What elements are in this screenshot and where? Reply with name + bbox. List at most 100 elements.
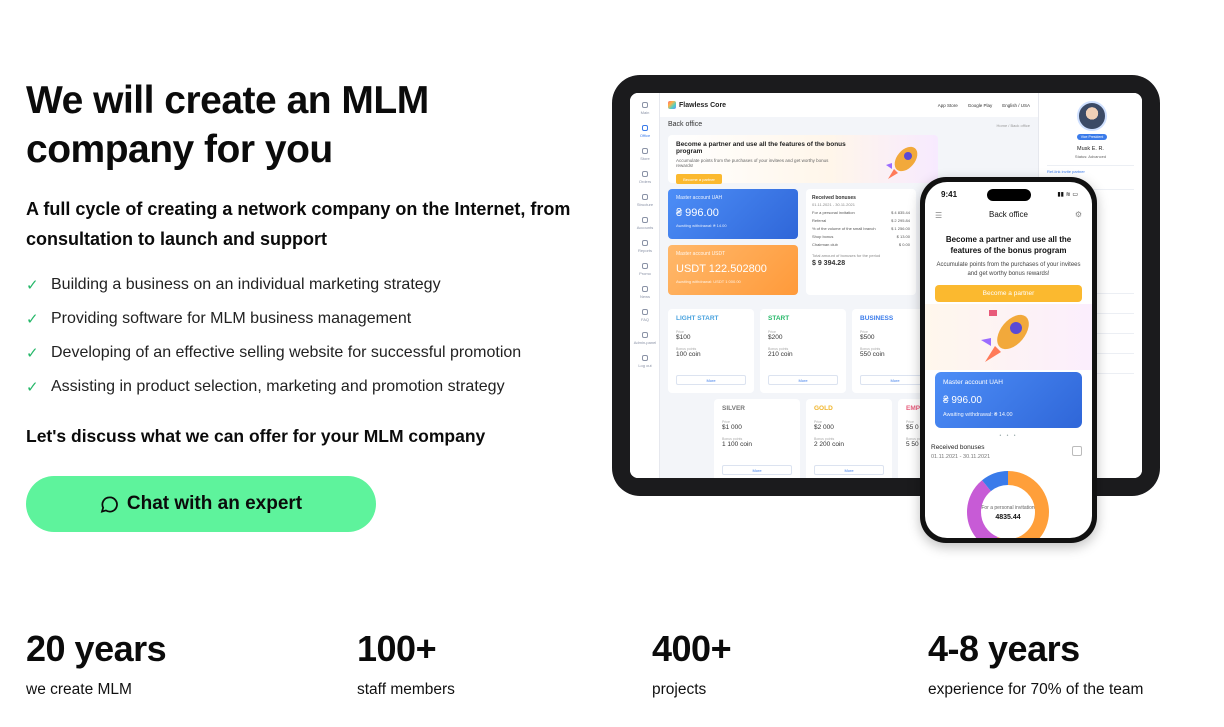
more-button[interactable]: More	[768, 375, 838, 385]
master-account-uah-card[interactable]: Master account UAH ₴ 996.00 Awaiting wit…	[668, 189, 798, 239]
rocket-icon	[981, 310, 1029, 362]
report-icon	[642, 240, 648, 246]
calendar-icon[interactable]	[1072, 446, 1082, 456]
sidebar-item-faq[interactable]: FAQ	[630, 304, 660, 327]
home-icon	[642, 102, 648, 108]
sidebar-item-structure[interactable]: Structure	[630, 189, 660, 212]
sidebar-item-reports[interactable]: Reports	[630, 235, 660, 258]
bonus-row: For a personal invitation$ 4 835.44	[812, 210, 910, 215]
promo-subtitle: Accumulate points from the purchases of …	[676, 158, 829, 168]
sidebar-item-orders[interactable]: Orders	[630, 166, 660, 189]
phone-clock: 9:41	[941, 190, 958, 199]
feature-item: ✓Developing of an effective selling webs…	[26, 336, 606, 370]
page-title: Back office	[668, 121, 703, 128]
hero: We will create an MLM company for you A …	[26, 76, 606, 447]
bonus-row: Chairman club$ 0.00	[812, 242, 910, 247]
avatar[interactable]	[1077, 101, 1107, 131]
app-store-link[interactable]: App Store	[937, 102, 958, 108]
wallet-icon	[642, 217, 648, 223]
check-icon: ✓	[26, 311, 39, 328]
app-topbar: Flawless Core App Store Google Play Engl…	[660, 93, 1038, 117]
stat-label: projects	[652, 681, 707, 698]
bonus-total: $ 9 394.28	[812, 260, 846, 267]
more-button[interactable]: More	[676, 375, 746, 385]
partner-promo: Become a partner and use all the feature…	[668, 135, 938, 184]
profile-name: Musk E. R.	[1077, 146, 1104, 152]
grid-icon	[642, 125, 648, 131]
account-balance: USDT 122.502800	[676, 263, 767, 275]
received-bonuses-date: 01.11.2021 - 30.11.2021	[931, 454, 991, 460]
brand-logo: Flawless Core	[668, 101, 726, 109]
carousel-dots[interactable]: • • •	[999, 433, 1018, 439]
stat-number: 100+	[357, 628, 441, 669]
feature-item: ✓ Providing software for MLM business man…	[26, 302, 606, 336]
master-account-uah-card[interactable]: Master account UAH ₴ 996.00 Awaiting wit…	[935, 372, 1082, 428]
more-button[interactable]: More	[814, 465, 884, 475]
feature-item: ✓ Assisting in product selection, marketi…	[26, 370, 606, 404]
sidebar-item-admin[interactable]: Admin-panel	[630, 327, 660, 350]
dynamic-island	[987, 189, 1031, 201]
account-balance: ₴ 996.00	[943, 395, 982, 406]
store-icon	[642, 148, 648, 154]
phone-promo-title: Become a partner and use all the feature…	[945, 235, 1072, 255]
sidebar-item-accounts[interactable]: Accounts	[630, 212, 660, 235]
breadcrumb: Home / Back office	[996, 123, 1031, 128]
account-balance: ₴ 996.00	[676, 207, 719, 219]
donut-value: 4835.44	[995, 514, 1020, 521]
become-partner-button[interactable]: Become a partner	[935, 285, 1082, 302]
sidebar-item-main[interactable]: Main	[630, 97, 660, 120]
promo-illustration	[925, 304, 1092, 370]
check-icon: ✓	[26, 277, 39, 294]
discuss-text: Let's discuss what we can offer for your…	[26, 426, 486, 446]
phone-mockup: 9:41 ▮▮ ≋ ▭ ☰ Back office ⚙ Become a par…	[920, 177, 1097, 543]
admin-icon	[642, 332, 648, 338]
menu-icon[interactable]: ☰	[935, 211, 943, 220]
sidebar-item-office[interactable]: Office	[630, 120, 660, 143]
signal-wifi-battery-icon: ▮▮ ≋ ▭	[1057, 192, 1078, 198]
feature-text: Building a business on an individual mar…	[51, 276, 441, 293]
donut-label: For a personal invitation	[981, 505, 1035, 511]
ref-link-label[interactable]: Ref-link invite partner	[1047, 169, 1085, 174]
phone-promo-subtitle: Accumulate points from the purchases of …	[936, 262, 1081, 277]
sidebar-item-store[interactable]: Store	[630, 143, 660, 166]
sidebar-item-news[interactable]: News	[630, 281, 660, 304]
language-select[interactable]: English / USA	[1002, 102, 1030, 108]
received-bonuses-card: Received bonuses 01.11.2021 - 30.11.2021…	[806, 189, 916, 295]
stat-label: experience for 70% of the team	[928, 681, 1144, 698]
stat-staff: 100+ staff members	[357, 628, 455, 699]
master-account-usdt-card[interactable]: Master account USDT USDT 122.502800 Awai…	[668, 245, 798, 295]
sidebar-item-promo[interactable]: Promo	[630, 258, 660, 281]
bonus-donut-chart: For a personal invitation 4835.44	[967, 471, 1049, 538]
more-button[interactable]: More	[722, 465, 792, 475]
rank-badge: Vice President	[1077, 134, 1107, 140]
profile-status: Status: Advanced	[1074, 154, 1107, 159]
news-icon	[642, 286, 648, 292]
stat-label: staff members	[357, 681, 455, 698]
bonus-row: Shop bonus$ 13.00	[812, 234, 910, 239]
gear-icon	[642, 263, 648, 269]
bonus-row: % of the volume of the small branch$ 1 2…	[812, 226, 910, 231]
chat-with-expert-button[interactable]: Chat with an expert	[26, 476, 376, 532]
sidebar-item-logout[interactable]: Log out	[630, 350, 660, 373]
google-play-link[interactable]: Google Play	[967, 102, 993, 108]
feature-list: ✓ Building a business on an individual ma…	[26, 268, 606, 404]
feature-text: Providing software for MLM business mana…	[51, 310, 412, 327]
stat-number: 400+	[652, 628, 736, 669]
hero-headline: We will create an MLM company for you	[26, 79, 429, 171]
become-partner-button[interactable]: Become a partner	[676, 174, 722, 184]
hero-subheadline: A full cycle of creating a network compa…	[26, 199, 571, 249]
app-sidebar: Main Office Store Orders Structure Accou…	[630, 93, 660, 478]
check-icon: ✓	[26, 379, 39, 396]
feature-item: ✓ Building a business on an individual ma…	[26, 268, 606, 302]
gear-icon[interactable]: ⚙	[1074, 210, 1082, 219]
received-bonuses-title: Received bonuses	[931, 444, 985, 451]
chat-bubble-icon	[100, 496, 118, 513]
stat-projects: 400+ projects	[652, 628, 736, 699]
promo-title: Become a partner and use all the feature…	[676, 141, 846, 155]
feature-text: Assisting in product selection, marketin…	[51, 378, 505, 395]
stat-label: we create MLM	[26, 681, 132, 698]
